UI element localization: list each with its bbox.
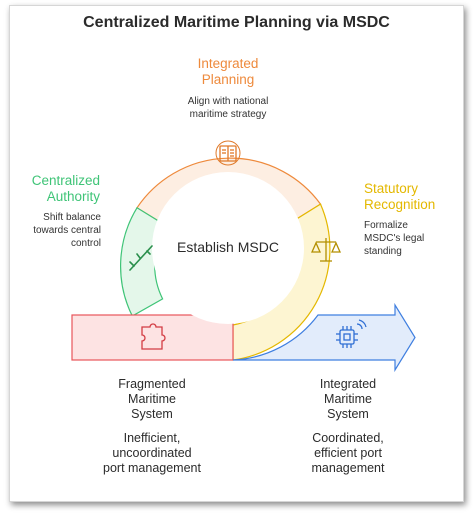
scales-icon [310, 238, 342, 262]
integrated-planning-desc: Align with national maritime strategy [187, 96, 269, 120]
integrated-system-desc: Coordinated, efficient port management [311, 431, 385, 475]
centralized-authority-label: Centralized Authority [31, 173, 100, 204]
integrated-planning-label: Integrated Planning [197, 56, 259, 87]
center-label: Establish MSDC [177, 239, 279, 255]
document-icon [215, 140, 241, 166]
fragmented-system-title: Fragmented Maritime System [118, 377, 186, 421]
fragmented-system-box [71, 314, 234, 361]
integrated-system-title: Integrated Maritime System [319, 377, 377, 421]
rifle-icon [129, 245, 153, 271]
statutory-recognition-desc: Formalize MSDC's legal standing [364, 220, 425, 257]
puzzle-icon [141, 323, 166, 350]
chip-icon [336, 319, 367, 348]
statutory-recognition-label: Statutory Recognition [364, 181, 436, 212]
diagram-title: Centralized Maritime Planning via MSDC [83, 14, 390, 31]
fragmented-system-desc: Inefficient, uncoordinated port manageme… [103, 431, 201, 475]
centralized-authority-desc: Shift balance towards central control [33, 212, 101, 249]
center-circle [152, 172, 304, 324]
integrated-system-arrow [232, 302, 416, 373]
